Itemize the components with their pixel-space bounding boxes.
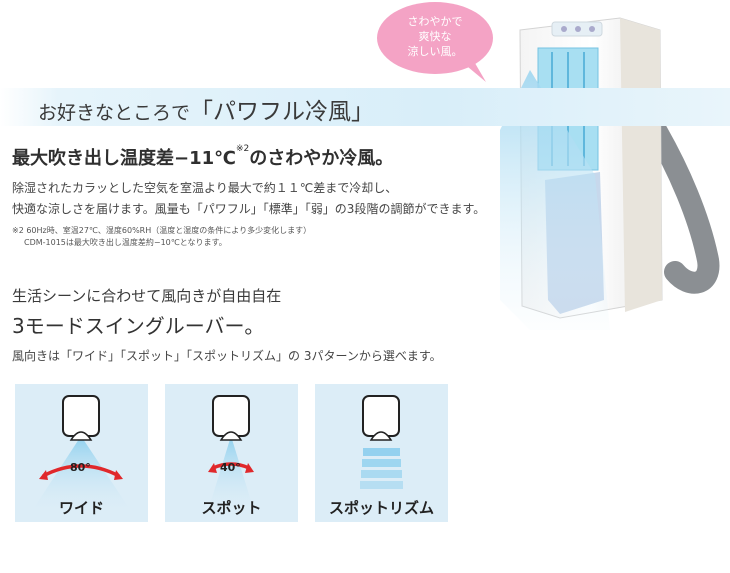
wide-airflow-icon	[30, 395, 133, 514]
spot-rhythm-airflow-icon	[360, 395, 403, 489]
swing-subtitle: 生活シーンに合わせて風向きが自由自在	[12, 287, 282, 305]
swing-title: 3モードスイングルーバー。	[12, 314, 265, 338]
swing-description: 風向きは「ワイド」「スポット」「スポットリズム」の 3パターンから選べます。	[12, 349, 442, 363]
mode-card-wide: 80° ワイド	[15, 384, 148, 522]
mode-label-wide: ワイド	[58, 499, 104, 517]
headline: 最大吹き出し温度差−11℃※2のさわやか冷風。	[12, 144, 394, 169]
banner-heading: お好きなところで「パワフル冷風」	[38, 99, 375, 125]
spot-airflow-icon	[207, 395, 255, 514]
section-banner	[0, 88, 730, 126]
mode-label-spot-rhythm: スポットリズム	[328, 499, 434, 517]
mode-card-spot-rhythm: スポットリズム	[315, 384, 448, 522]
footnote: ※2 60Hz時、室温27℃、湿度60%RH（温度と湿度の条件により多少変化しま…	[12, 226, 312, 247]
angle-label: 40°	[220, 461, 241, 474]
mode-label-spot: スポット	[201, 499, 262, 517]
product-image	[500, 17, 720, 330]
angle-label: 80°	[70, 461, 91, 474]
description-text: 除湿されたカラッとした空気を室温より最大で約１１℃差まで冷却し、 快適な涼しさを…	[12, 181, 486, 216]
speech-bubble	[377, 2, 493, 82]
bubble-text: さわやかで 爽快な 涼しい風。	[407, 15, 463, 58]
mode-card-spot: 40° スポット	[165, 384, 298, 522]
